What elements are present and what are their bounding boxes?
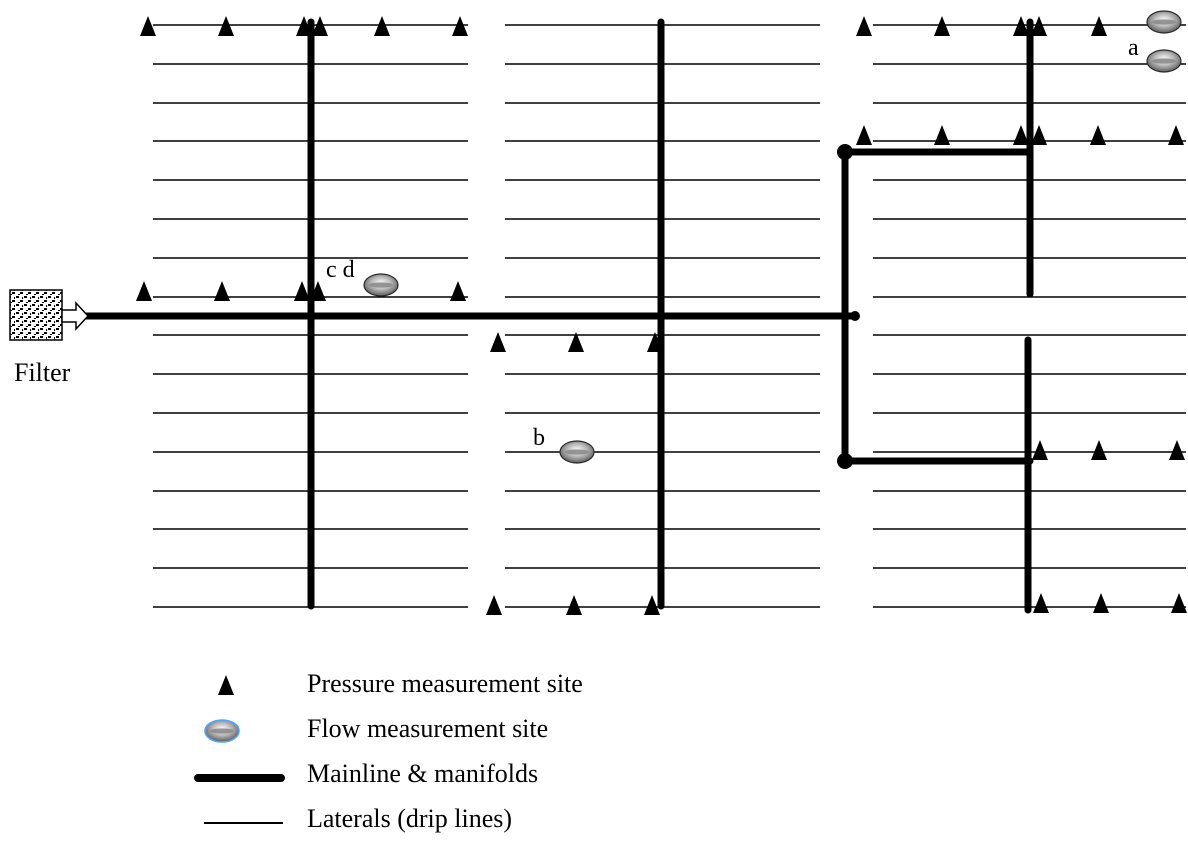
pressure-site-triangle (644, 595, 660, 615)
pressure-site-triangle (1090, 125, 1106, 145)
mainline-manifolds-group (81, 18, 1034, 614)
pressure-site-triangle (214, 281, 230, 301)
filter-label: Filter (14, 358, 71, 387)
flow-site-upper (1146, 10, 1182, 34)
pressure-site-triangle (1091, 440, 1107, 460)
legend-mainline-label: Mainline & manifolds (307, 759, 539, 788)
pressure-site-triangle (1032, 440, 1048, 460)
flow-sites-group (363, 10, 1182, 464)
filter-group (9, 289, 90, 341)
pressure-site-triangle (1033, 593, 1049, 613)
pressure-site-triangle (450, 281, 466, 301)
pressure-site-triangle (1091, 16, 1107, 36)
pressure-site-triangle (1031, 125, 1047, 145)
legend-flow-label: Flow measurement site (307, 714, 549, 743)
junction-node (850, 311, 860, 321)
pressure-site-triangle (294, 281, 310, 301)
pressure-site-triangle (374, 16, 390, 36)
pressure-site-triangle (1013, 16, 1029, 36)
junction-node (837, 453, 853, 469)
legend-laterals-label: Laterals (drip lines) (307, 804, 513, 833)
pressure-site-triangle (856, 16, 872, 36)
pressure-site-triangle (566, 595, 582, 615)
filter-icon (9, 289, 63, 341)
pressure-site-triangle (218, 16, 234, 36)
site-label-cd: c d (326, 257, 355, 283)
pressure-site-triangle (1093, 593, 1109, 613)
pressure-site-triangle (486, 595, 502, 615)
flow-site-cd (363, 273, 399, 297)
flow-site-a (1146, 49, 1182, 73)
pressure-site-triangle (452, 16, 468, 36)
pressure-site-triangle (490, 332, 506, 352)
pressure-site-triangle (856, 125, 872, 145)
pressure-site-triangle (934, 125, 950, 145)
legend-triangle-icon (218, 675, 234, 695)
legend-icons-group (194, 719, 285, 824)
pressure-site-triangle (1171, 593, 1187, 613)
pressure-site-triangle (140, 16, 156, 36)
pressure-site-triangle (312, 16, 328, 36)
pressure-site-triangle (1168, 125, 1184, 145)
pressure-site-triangle (647, 332, 663, 352)
legend-pressure-label: Pressure measurement site (307, 669, 583, 698)
pressure-site-triangle (1031, 16, 1047, 36)
pressure-site-triangle (934, 16, 950, 36)
legend-flow-disc-icon (204, 719, 240, 743)
junction-node (837, 144, 853, 160)
filter-outlet-arrow-icon (61, 301, 90, 331)
pressure-sites-group (136, 16, 1187, 695)
pressure-site-triangle (1169, 440, 1185, 460)
pressure-site-triangle (310, 281, 326, 301)
pressure-site-triangle (568, 332, 584, 352)
pressure-site-triangle (296, 16, 312, 36)
pressure-site-triangle (136, 281, 152, 301)
site-label-a: a (1128, 35, 1139, 61)
flow-site-b (559, 440, 595, 464)
site-label-b: b (533, 425, 545, 451)
pressure-site-triangle (1013, 125, 1029, 145)
